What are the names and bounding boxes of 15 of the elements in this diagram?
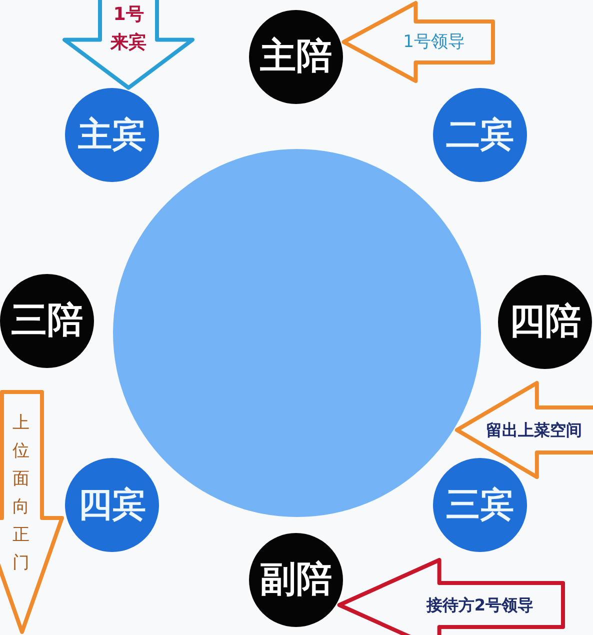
block-arrow: [337, 558, 565, 635]
edge-label: 1号领导: [403, 32, 465, 52]
block-arrow: [454, 381, 593, 479]
seat-circle: 三宾: [433, 458, 527, 552]
edge-label: 接待方2号领导: [426, 595, 534, 615]
seat-circle: 二宾: [433, 88, 527, 182]
seat-circle: 副陪: [249, 533, 343, 627]
seat-circle: 三陪: [0, 274, 94, 368]
block-arrow: [62, 0, 194, 90]
seat-circle: 主宾: [65, 88, 159, 182]
seat-circle: 四陪: [498, 275, 592, 369]
seat-circle: 四宾: [65, 458, 159, 552]
edge-label: 留出上菜空间: [486, 420, 582, 440]
seat-circle: 主陪: [249, 10, 343, 104]
block-arrow: [342, 1, 495, 83]
